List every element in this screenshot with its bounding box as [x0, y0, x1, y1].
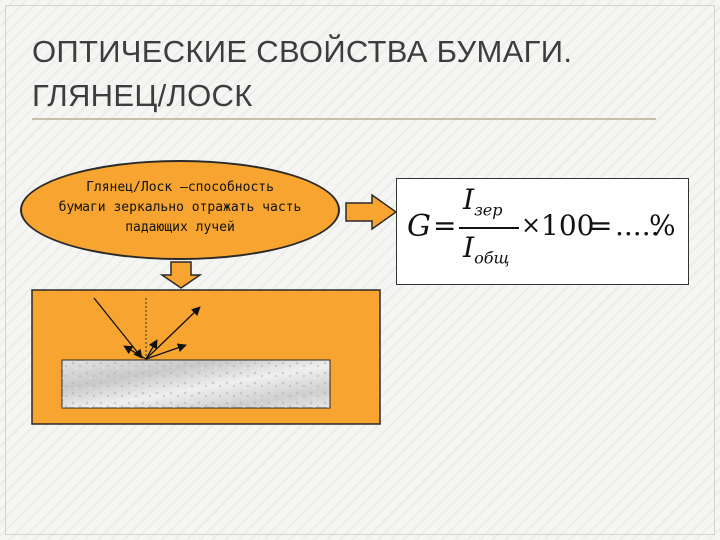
formula-denominator: Iобщ [463, 231, 509, 268]
title-underline [32, 118, 656, 120]
formula-result: ..... [615, 209, 660, 242]
slide-frame [5, 5, 715, 535]
definition-line2: бумаги зеркально отражать часть [58, 200, 302, 215]
formula-equals: = [433, 209, 457, 242]
definition-line1: Глянец/Лоск –способность [86, 180, 274, 195]
formula-lhs: G [407, 209, 431, 244]
reflected-ray-specular [145, 306, 201, 360]
formula-numerator-symbol: I [463, 183, 475, 216]
definition-oval [20, 160, 340, 260]
formula-denominator-symbol: I [463, 231, 475, 264]
arrow-right-icon [345, 193, 398, 231]
formula-denominator-sub: общ [474, 248, 510, 268]
definition-line3: падающих лучей [125, 220, 235, 235]
reflected-ray-diffuse-1 [145, 343, 187, 360]
slide-title-line2: ГЛЯНЕЦ/ЛОСК [32, 78, 253, 113]
slide-title: ОПТИЧЕСКИЕ СВОЙСТВА БУМАГИ. ГЛЯНЕЦ/ЛОСК [32, 30, 672, 118]
formula-equals-2: = [589, 209, 613, 242]
formula-numerator-sub: зер [474, 200, 503, 220]
formula-numerator: Iзер [463, 183, 503, 220]
arrow-down-icon [159, 261, 203, 289]
paper-texture [62, 360, 330, 408]
definition-text: Глянец/Лоск –способность бумаги зеркальн… [28, 178, 332, 238]
formula-unit: % [649, 209, 676, 242]
formula-times: × [521, 211, 542, 239]
formula-multiplier: 100 [541, 209, 595, 242]
slide-title-line1: ОПТИЧЕСКИЕ СВОЙСТВА БУМАГИ. [32, 34, 573, 69]
reflected-ray-diffuse-2 [145, 339, 158, 360]
incident-ray [93, 297, 143, 359]
fraction-bar [459, 227, 519, 229]
reflected-ray-diffuse-3 [123, 345, 147, 360]
gloss-formula: G = Iзер Iобщ × 100 = ..... % [396, 178, 689, 285]
